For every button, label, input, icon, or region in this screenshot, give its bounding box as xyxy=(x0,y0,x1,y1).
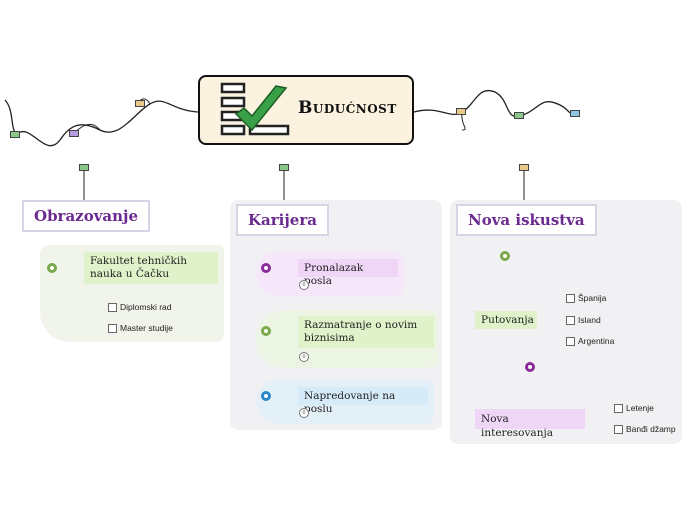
flag-icon xyxy=(514,112,524,119)
flag-icon xyxy=(10,131,20,138)
leaf-island[interactable]: Island xyxy=(566,315,601,325)
topic-label: biznisima xyxy=(304,332,355,344)
leaf-label: Letenje xyxy=(626,403,654,413)
leaf-label: Banđi džamp xyxy=(626,424,676,434)
checkbox-icon[interactable] xyxy=(566,315,575,325)
branch-nova-iskustva[interactable]: Nova iskustva xyxy=(456,204,597,236)
topic-marker xyxy=(261,391,271,401)
checkbox-icon[interactable] xyxy=(108,323,117,333)
leaf-letenje[interactable]: Letenje xyxy=(614,403,654,413)
topic-label: Razmatranje o novim xyxy=(304,319,418,331)
checkbox-icon[interactable] xyxy=(614,424,623,434)
checkbox-icon[interactable] xyxy=(566,293,575,303)
flag-icon xyxy=(519,164,529,171)
branch-obrazovanje[interactable]: Obrazovanje xyxy=(22,200,151,232)
checkbox-icon[interactable] xyxy=(108,302,117,312)
leaf-label: Španija xyxy=(578,293,607,303)
leaf-label: Master studije xyxy=(120,323,173,333)
topic-marker xyxy=(261,263,271,273)
topic-marker xyxy=(500,251,510,261)
topic-label: Fakultet tehničkih xyxy=(90,255,187,267)
leaf-label: Diplomski rad xyxy=(120,302,172,312)
checklist-icon xyxy=(220,82,290,136)
flag-icon xyxy=(79,164,89,171)
count-badge: 0 xyxy=(299,352,309,362)
leaf-label: Argentina xyxy=(578,336,615,346)
flag-icon xyxy=(135,100,145,107)
flag-icon xyxy=(69,130,79,137)
topic-razmatranje[interactable]: Razmatranje o novim biznisima xyxy=(298,316,434,348)
leaf-argentina[interactable]: Argentina xyxy=(566,336,614,346)
flag-icon xyxy=(456,108,466,115)
checkbox-icon[interactable] xyxy=(614,403,623,413)
flag-icon xyxy=(279,164,289,171)
topic-nova-interesovanja[interactable]: Nova interesovanja xyxy=(475,409,585,439)
topic-napredovanje[interactable]: Napredovanje na poslu xyxy=(298,387,428,415)
checkbox-icon[interactable] xyxy=(566,336,575,346)
topic-putovanja[interactable]: Putovanja xyxy=(475,311,537,329)
count-badge: 0 xyxy=(299,280,309,290)
central-title: Budućnost xyxy=(298,98,397,118)
leaf-spanija[interactable]: Španija xyxy=(566,293,606,303)
leaf-label: Island xyxy=(578,315,601,325)
branch-karijera[interactable]: Karijera xyxy=(236,204,329,236)
flag-icon xyxy=(570,110,580,117)
leaf-diplomski[interactable]: Diplomski rad xyxy=(108,302,172,312)
topic-marker xyxy=(525,362,535,372)
topic-marker xyxy=(261,326,271,336)
topic-label: nauka u Čačku xyxy=(90,268,170,280)
topic-fakultet[interactable]: Fakultet tehničkih nauka u Čačku xyxy=(84,252,218,284)
topic-marker xyxy=(47,263,57,273)
count-badge: 0 xyxy=(299,408,309,418)
leaf-bandji-dzamp[interactable]: Banđi džamp xyxy=(614,424,676,434)
topic-pronalazak[interactable]: Pronalazak posla xyxy=(298,259,398,287)
leaf-master[interactable]: Master studije xyxy=(108,323,173,333)
